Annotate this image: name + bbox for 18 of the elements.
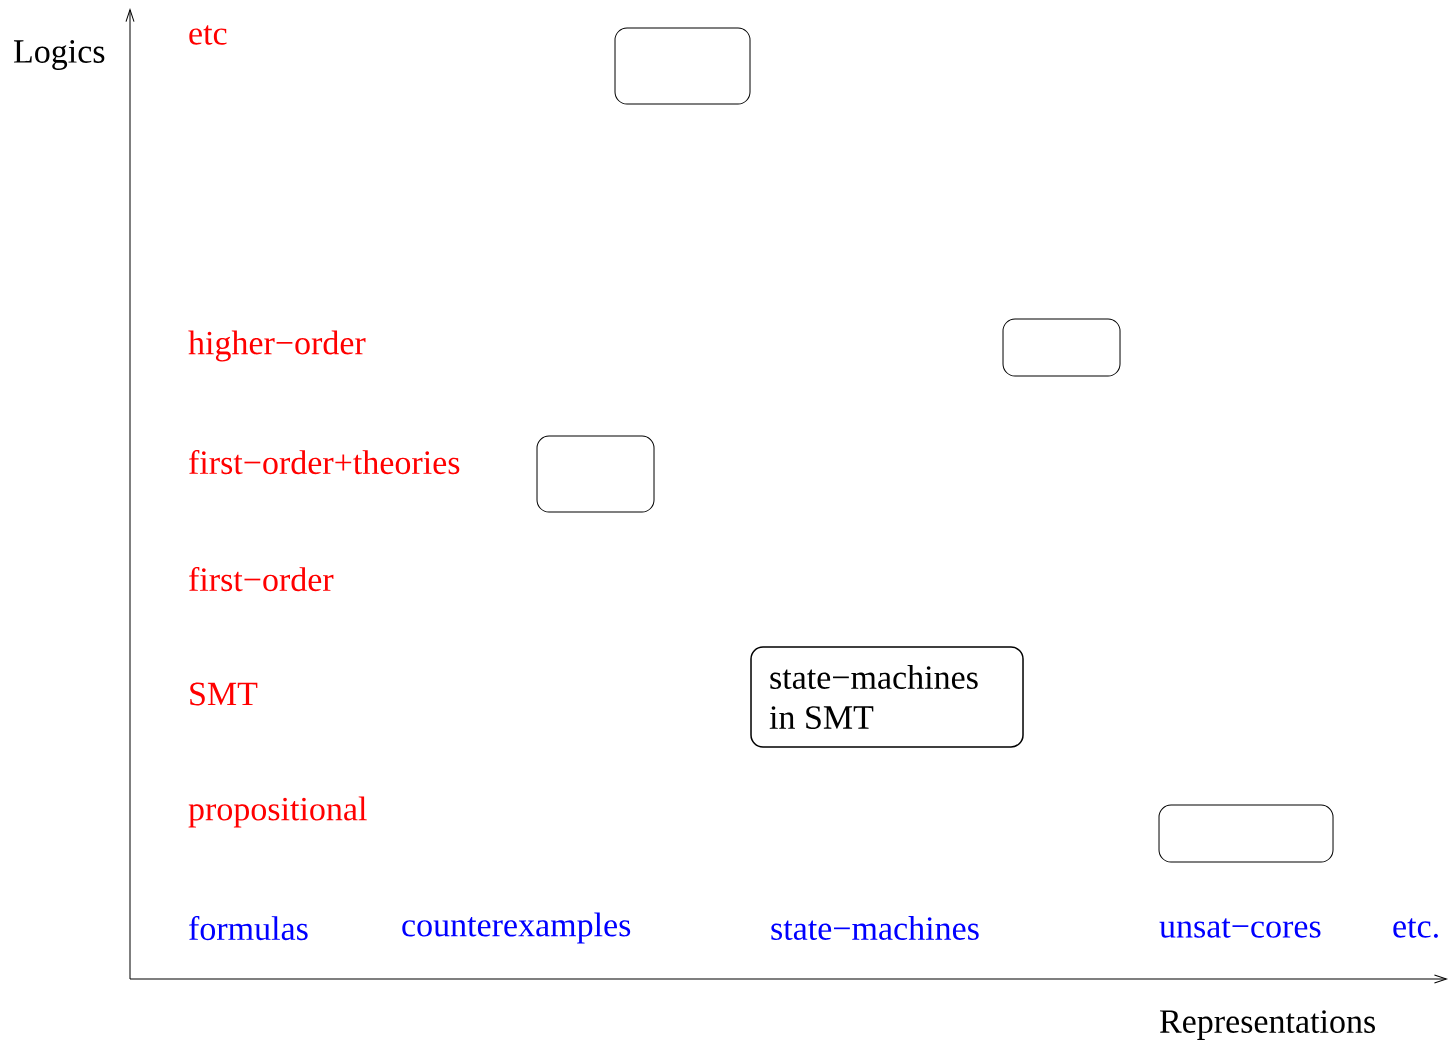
representation-label: formulas — [189, 915, 308, 941]
representation-label: etc. — [1393, 918, 1438, 938]
representation-label: counterexamples — [402, 912, 631, 944]
empty-box — [1158, 804, 1334, 863]
logic-label: propositional — [188, 796, 367, 828]
empty-box — [536, 435, 655, 513]
axis-label: Logics — [14, 40, 105, 70]
empty-box — [1002, 318, 1121, 377]
logic-label: first−order+theories — [189, 449, 460, 475]
text-box: state−machines in SMT — [750, 646, 1024, 748]
representation-label: unsat−cores — [1159, 918, 1321, 938]
logic-label: higher−order — [188, 330, 366, 362]
logic-label: first−order — [189, 566, 334, 592]
logic-label: SMT — [190, 682, 258, 706]
logic-label: etc — [189, 25, 227, 45]
empty-box — [614, 27, 751, 105]
representation-label: state−machines — [771, 916, 979, 940]
axis-label: Representations — [1160, 1010, 1375, 1040]
